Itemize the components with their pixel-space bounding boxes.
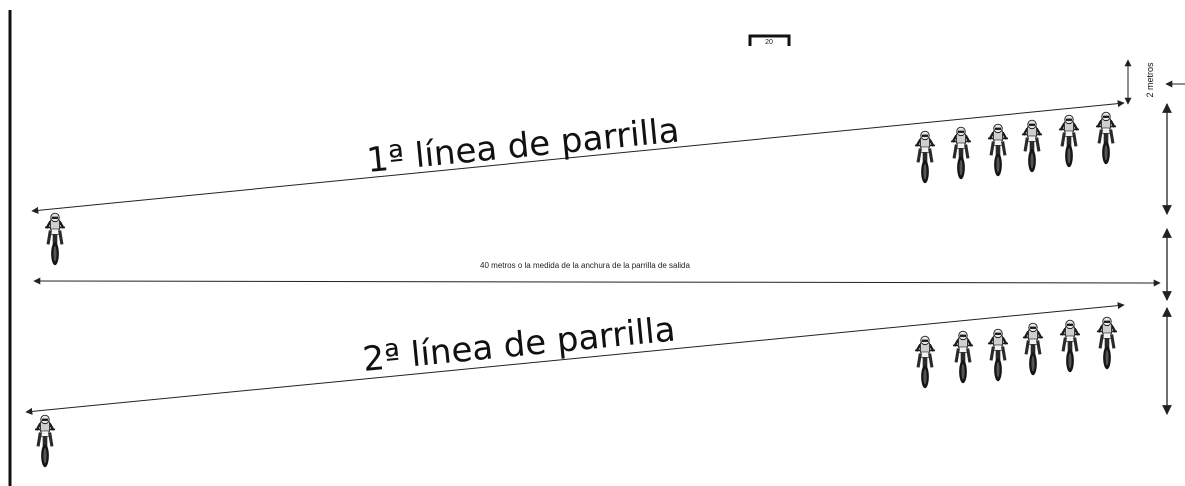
rider [1058,319,1082,373]
gate-number: 20 [765,39,773,46]
gap-label: 2 metros [1145,62,1155,98]
rider [1020,119,1044,173]
grid-width-arrow [33,277,1161,287]
gate-marker: 20 [748,34,791,46]
row2-riders [913,316,1119,389]
rider [986,123,1010,177]
rider [913,335,937,389]
rider [1057,114,1081,168]
rider [913,130,937,184]
rider [1095,316,1119,370]
row2-label: 2ª línea de parrilla [361,310,677,380]
rider-row1-left [43,212,67,266]
grid-width-label: 40 metros o la medida de la anchura de l… [480,261,690,270]
row1-riders [913,111,1118,184]
gap-marker: 2 metros [1124,59,1185,105]
rider [949,126,973,180]
rider [1021,322,1045,376]
row1-diagonal-arrow [31,100,1125,214]
rider-row2-left [33,414,57,468]
rider [1094,111,1118,165]
row1-label: 1ª línea de parrilla [365,111,681,181]
rider [951,330,975,384]
row2-diagonal-arrow [25,302,1125,415]
rider [986,328,1010,382]
